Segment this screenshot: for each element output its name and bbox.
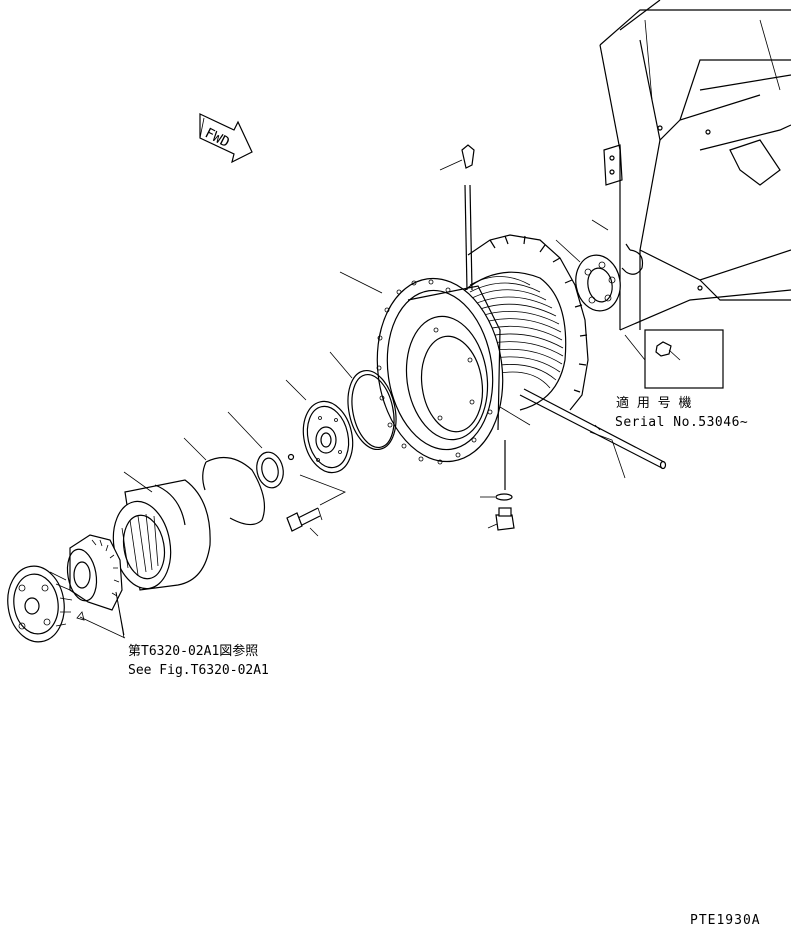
reference-note-jp: 第T6320-02A1図参照	[128, 643, 258, 659]
fwd-label: FWD	[202, 125, 232, 151]
drain-plug	[495, 440, 515, 531]
figure-code: PTE1930A	[690, 913, 761, 928]
thrust-washer	[256, 451, 284, 489]
serial-number-text: Serial No.53046~	[615, 415, 748, 430]
bearing	[575, 254, 621, 312]
serial-inset-box	[624, 329, 724, 389]
o-ring-large	[347, 369, 397, 451]
shaft-rod	[464, 184, 667, 470]
ring-gear-front	[7, 565, 73, 643]
reference-arrows	[76, 591, 126, 639]
roller-bearing	[112, 479, 211, 591]
bolt	[286, 507, 323, 532]
steel-ball	[287, 453, 295, 461]
fwd-direction-marker: FWD	[199, 113, 253, 164]
pin-top	[439, 144, 475, 171]
flange-bolt-holes	[376, 279, 493, 465]
snap-ring-rear	[621, 243, 644, 275]
planetary-carrier	[66, 534, 125, 636]
winch-drum	[376, 234, 589, 465]
spline-hub-plate	[302, 400, 354, 474]
frame-structure	[599, 0, 791, 331]
leader-lines	[123, 219, 626, 537]
snap-ring-front	[202, 456, 265, 526]
serial-applicable-label: 適 用 号 機	[616, 395, 691, 411]
reference-note-en: See Fig.T6320-02A1	[128, 663, 269, 678]
